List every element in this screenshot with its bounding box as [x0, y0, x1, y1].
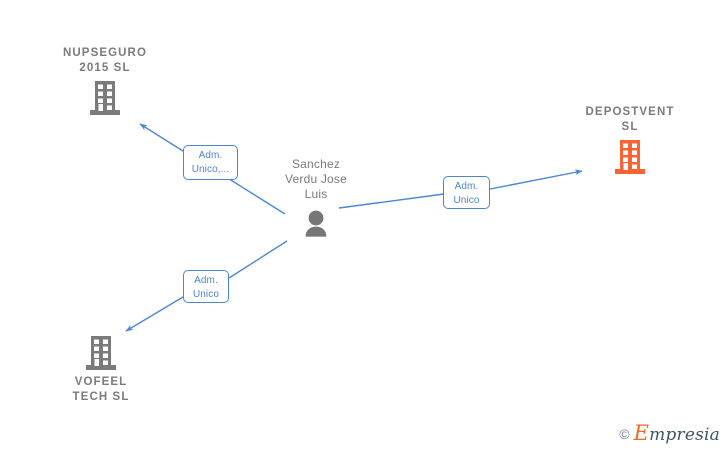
edge-label-person-nupseguro[interactable]: Adm. Unico,... — [183, 145, 238, 180]
brand-rest: mpresia — [649, 425, 720, 445]
node-vofeel[interactable]: VOFEEL TECH SL — [26, 333, 176, 405]
node-person-label: Sanchez Verdu Jose Luis — [284, 157, 348, 201]
node-person-sanchez-verdu-jose-luis[interactable]: Sanchez Verdu Jose Luis — [241, 157, 391, 244]
node-nupseguro-label: NUPSEGURO 2015 SL — [62, 47, 148, 74]
brand-initial: E — [633, 421, 650, 445]
node-vofeel-label: VOFEEL TECH SL — [72, 376, 130, 403]
building-icon — [30, 78, 180, 118]
building-icon — [555, 137, 705, 177]
brand-wordmark: Empresia — [634, 423, 720, 444]
person-icon — [241, 204, 391, 244]
building-icon — [26, 333, 176, 373]
edge-label-person-depostvent[interactable]: Adm. Unico — [443, 176, 490, 209]
edge-person-vofeel[interactable] — [125, 240, 288, 332]
node-nupseguro[interactable]: NUPSEGURO 2015 SL — [30, 46, 180, 118]
node-depostvent[interactable]: DEPOSTVENT SL — [555, 105, 705, 177]
edge-label-person-vofeel[interactable]: Adm. Unico — [183, 270, 229, 303]
edge-person-depostvent[interactable] — [338, 169, 583, 209]
copyright-icon: © — [619, 425, 630, 442]
empresia-watermark: © Empresia — [619, 423, 720, 444]
node-depostvent-label: DEPOSTVENT SL — [585, 106, 675, 133]
